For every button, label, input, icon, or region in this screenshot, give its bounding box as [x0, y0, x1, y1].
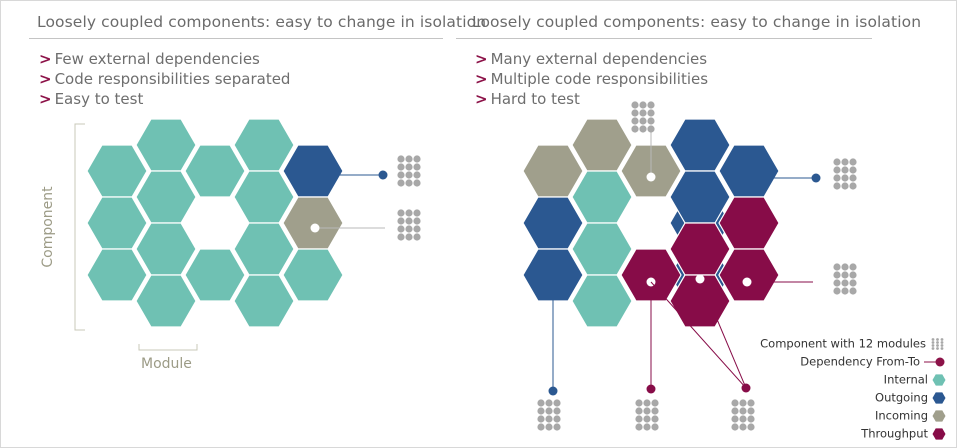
component-axis-label: Component: [40, 186, 56, 268]
dependency-end-dot: [811, 173, 821, 183]
legend-item-throughput: Throughput: [760, 424, 946, 442]
module-hexagon-internal: [571, 222, 633, 276]
legend: Component with 12 modules Dependency Fro…: [760, 334, 946, 442]
module-hexagon-internal: [86, 196, 148, 250]
chevron-right-icon: >: [475, 90, 488, 108]
bullet-item: >Multiple code responsibilities: [475, 70, 709, 88]
chevron-right-icon: >: [475, 70, 488, 88]
dependency-end-dot: [548, 386, 558, 396]
bullet-item: >Code responsibilities separated: [39, 70, 291, 88]
legend-item-component: Component with 12 modules: [760, 334, 946, 352]
bullet-item: >Many external dependencies: [475, 50, 708, 68]
dependency-end-dot: [646, 384, 656, 394]
module-hexagon-internal: [571, 274, 633, 328]
external-components: [397, 101, 857, 431]
module-hexagon-outgoing: [522, 196, 584, 250]
legend-item-incoming: Incoming: [760, 406, 946, 424]
chevron-right-icon: >: [475, 50, 488, 68]
dependency-end-dot: [378, 170, 388, 180]
legend-item-internal: Internal: [760, 370, 946, 388]
hexagon-icon: [932, 391, 946, 404]
module-hexagon-throughput: [718, 248, 780, 302]
module-hexagon-internal: [233, 118, 295, 172]
component-stack-icon: [397, 209, 421, 241]
module-hexagon-internal: [135, 274, 197, 328]
module-hexagon-internal: [233, 222, 295, 276]
dependency-start-dot: [695, 274, 705, 284]
module-hexagon-internal: [282, 248, 344, 302]
module-bracket: [138, 344, 198, 351]
module-hexagon-outgoing: [669, 118, 731, 172]
component-stack-icon: [731, 399, 755, 431]
module-hexagon-incoming: [522, 144, 584, 198]
module-hexagon-internal: [135, 222, 197, 276]
hexagon-icon: [932, 373, 946, 386]
component-stack-icon: [537, 399, 561, 431]
module-hexagon-internal: [184, 144, 246, 198]
module-hexagon-internal: [86, 144, 148, 198]
component-brackets: [74, 123, 198, 351]
dependency-line: [699, 278, 747, 389]
bullet-item: >Easy to test: [39, 90, 144, 108]
dependency-lines: [310, 129, 821, 396]
module-hexagon-throughput: [718, 196, 780, 250]
module-hexagon-outgoing: [522, 248, 584, 302]
component-stack-icon: [833, 158, 857, 190]
bullet-item: >Hard to test: [475, 90, 580, 108]
hexagon-icon: [932, 409, 946, 422]
left-panel-title: Loosely coupled components: easy to chan…: [37, 13, 487, 31]
left-bullet-list: >Few external dependencies >Code respons…: [39, 49, 290, 109]
module-hexagon-internal: [233, 170, 295, 224]
module-stack-icon: [931, 337, 944, 350]
module-hexagon-internal: [233, 274, 295, 328]
legend-item-dependency: Dependency From-To: [760, 352, 946, 370]
dependency-start-dot: [646, 172, 656, 182]
right-panel-title: Loosely coupled components: easy to chan…: [472, 13, 922, 31]
component-stack-icon: [397, 155, 421, 187]
module-hexagon-throughput: [620, 248, 682, 302]
module-hexagon-internal: [571, 170, 633, 224]
dependency-start-dot: [742, 277, 752, 287]
chevron-right-icon: >: [39, 70, 52, 88]
module-hexagon-outgoing: [282, 144, 344, 198]
left-title-divider: [29, 38, 443, 39]
left-component: [86, 118, 344, 328]
module-hexagon-internal: [86, 248, 148, 302]
component-stack-icon: [635, 399, 659, 431]
hexagon-icon: [932, 427, 946, 440]
dependency-start-dot: [310, 223, 320, 233]
component-stack-icon: [833, 263, 857, 295]
bullet-item: >Few external dependencies: [39, 50, 260, 68]
dependency-line: [650, 281, 747, 389]
module-hexagon-outgoing: [718, 144, 780, 198]
component-stack-icon: [631, 101, 655, 133]
chevron-right-icon: >: [39, 50, 52, 68]
right-bullet-list: >Many external dependencies >Multiple co…: [475, 49, 708, 109]
right-title-divider: [456, 38, 872, 39]
module-hexagon-incoming: [282, 196, 344, 250]
dependency-line-icon: [924, 357, 945, 366]
legend-item-outgoing: Outgoing: [760, 388, 946, 406]
chevron-right-icon: >: [39, 90, 52, 108]
module-hexagon-internal: [135, 118, 197, 172]
module-axis-label: Module: [141, 356, 192, 372]
module-hexagon-incoming: [571, 118, 633, 172]
module-hexagon-internal: [184, 248, 246, 302]
component-bracket: [74, 123, 85, 331]
module-hexagon-internal: [135, 170, 197, 224]
